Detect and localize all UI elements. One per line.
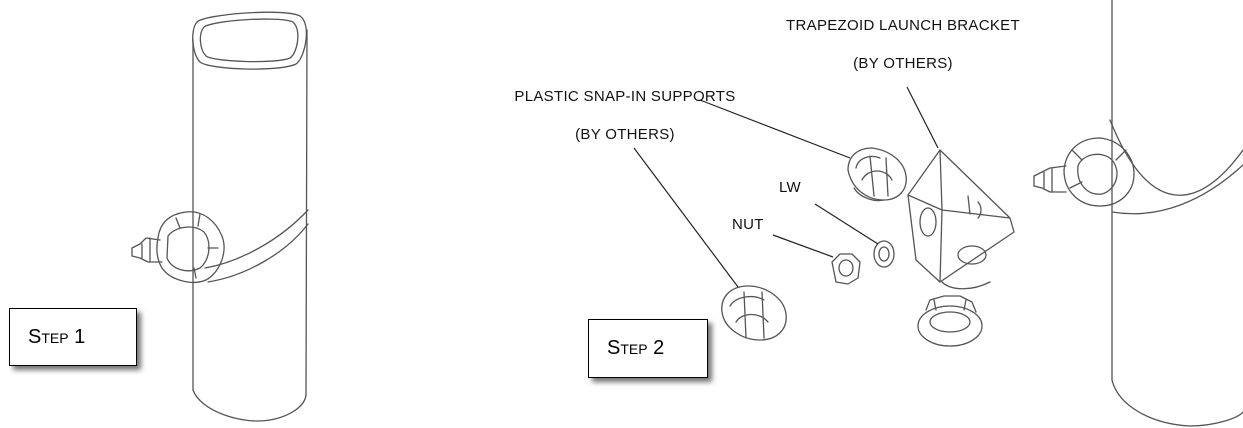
bracket-callout-line2: (BY OTHERS): [853, 55, 953, 72]
round-support: [917, 295, 983, 347]
lock-washer-part: [873, 240, 895, 268]
leader-supports-lower: [633, 147, 739, 288]
snap-support-upper: [847, 147, 907, 202]
leader-lw: [814, 203, 879, 245]
supports-callout-line2: (BY OTHERS): [575, 126, 675, 143]
snap-support-lower: [721, 285, 787, 341]
step-2-box: Step 2: [588, 319, 708, 378]
mounted-pole-right: [1033, 0, 1243, 427]
leader-bracket: [906, 86, 939, 149]
nut-callout: NUT: [732, 216, 764, 233]
leader-nut: [772, 234, 834, 258]
nut-part: [831, 253, 861, 285]
step-1-box: Step 1: [9, 308, 137, 366]
bracket-callout-line1: TRAPEZOID LAUNCH BRACKET: [786, 17, 1020, 34]
leader-supports-upper: [699, 99, 851, 159]
trapezoid-bracket: [907, 149, 1015, 290]
supports-callout-line1: PLASTIC SNAP-IN SUPPORTS: [514, 88, 736, 105]
step1-pole-assembly: [131, 11, 309, 422]
lw-callout: LW: [779, 179, 801, 196]
